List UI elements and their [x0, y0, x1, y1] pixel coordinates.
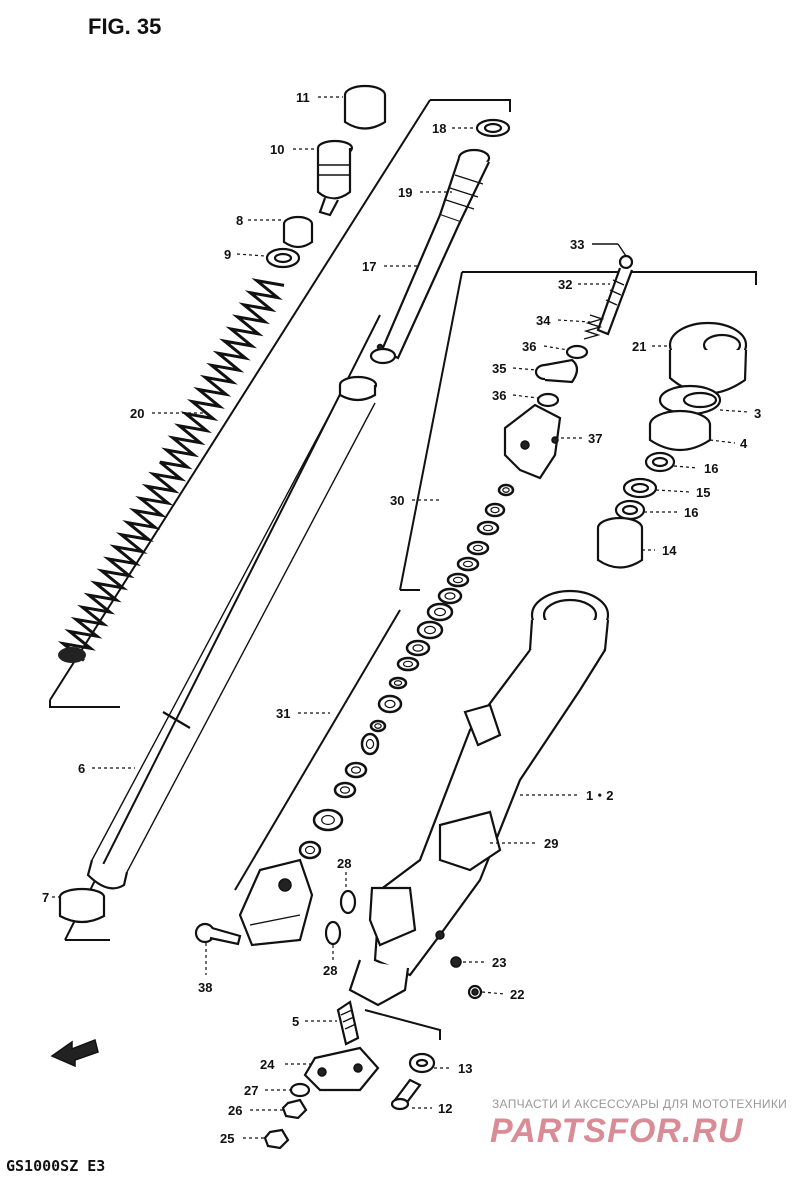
callout-18: 18: [432, 121, 446, 136]
callout-labels: 11 10 8 9 20 6 7 18 19 17 33 32 34 36 35…: [42, 90, 761, 1146]
callout-1-2: 1・2: [586, 788, 613, 803]
front-direction-arrow-icon: [50, 1038, 99, 1068]
bolt-23: [450, 956, 462, 968]
callout-28b: 28: [323, 963, 337, 978]
callout-33: 33: [570, 237, 584, 252]
valve-housing-37: [503, 403, 562, 480]
ring-36a: [565, 344, 589, 360]
callout-17: 17: [362, 259, 376, 274]
callout-37: 37: [588, 431, 602, 446]
callout-4: 4: [740, 436, 748, 451]
outer-tube-1-2: [348, 589, 610, 1007]
callout-16b: 16: [684, 505, 698, 520]
bolt-12: [390, 1078, 422, 1111]
stud-5: [336, 1000, 360, 1046]
callout-30: 30: [390, 493, 404, 508]
callout-14: 14: [662, 543, 677, 558]
bracket-damper-diagonal: [399, 271, 463, 591]
callout-38: 38: [198, 980, 212, 995]
callout-23: 23: [492, 955, 506, 970]
callout-26: 26: [228, 1103, 242, 1118]
washer-27: [289, 1082, 311, 1098]
callout-21: 21: [632, 339, 646, 354]
damper-rod-17: [369, 148, 491, 365]
guide-bushing-14: [596, 516, 644, 569]
spacer-8: [282, 215, 314, 249]
callout-13: 13: [458, 1061, 472, 1076]
ring-18: [475, 118, 511, 138]
callout-25: 25: [220, 1131, 234, 1146]
callout-29: 29: [544, 836, 558, 851]
bolt-38: [194, 922, 242, 946]
callout-12: 12: [438, 1101, 452, 1116]
stopper-ring-3: [658, 384, 722, 416]
bracket-damper-group: [462, 271, 757, 285]
nut-25: [263, 1128, 290, 1150]
callout-16a: 16: [704, 461, 718, 476]
base-valve-38: [238, 858, 314, 947]
washer-28b: [324, 920, 342, 946]
bracket-axle-holder: [364, 1009, 441, 1040]
washer-13: [408, 1052, 436, 1074]
callout-8: 8: [236, 213, 243, 228]
callout-6: 6: [78, 761, 85, 776]
callout-34: 34: [536, 313, 551, 328]
spring-34: [583, 314, 605, 340]
callout-10: 10: [270, 142, 284, 157]
callout-22: 22: [510, 987, 524, 1002]
callout-9: 9: [224, 247, 231, 262]
piston-35: [534, 358, 579, 384]
callout-20: 20: [130, 406, 144, 421]
callout-5: 5: [292, 1014, 299, 1029]
bracket-fork-spring-group: [430, 99, 511, 112]
callout-36a: 36: [522, 339, 536, 354]
drain-bolt-33: [596, 254, 634, 336]
washer-16a: [644, 451, 676, 473]
callout-36b: 36: [492, 388, 506, 403]
drain-screw-22: [467, 984, 483, 1000]
callout-15: 15: [696, 485, 710, 500]
callout-11: 11: [296, 90, 310, 105]
callout-32: 32: [558, 277, 572, 292]
washer-9: [265, 247, 301, 269]
washer-28a: [339, 889, 357, 915]
callout-7: 7: [42, 890, 49, 905]
callout-3: 3: [754, 406, 761, 421]
watermark-caption: ЗАПЧАСТИ И АКСЕССУАРЫ ДЛЯ МОТОТЕХНИКИ: [492, 1097, 788, 1111]
bracket-valve-diagonal: [234, 609, 401, 891]
washer-16b: [614, 499, 646, 521]
air-valve-10: [316, 139, 354, 217]
callout-31: 31: [276, 706, 290, 721]
nut-26: [281, 1098, 308, 1120]
callout-19: 19: [398, 185, 412, 200]
fork-cap-11: [343, 84, 387, 130]
dust-seal-21: [668, 321, 748, 395]
ring-36b: [536, 392, 560, 408]
leader-lines: [52, 96, 749, 1139]
damper-internals-30: [298, 483, 515, 860]
model-code: GS1000SZ E3: [6, 1157, 106, 1175]
fork-spring-20: [57, 278, 285, 663]
axle-holder-24: [303, 1046, 380, 1092]
slide-bushing-7: [58, 887, 106, 924]
callout-24: 24: [260, 1057, 275, 1072]
bushing-15: [622, 477, 658, 499]
callout-28a: 28: [337, 856, 351, 871]
bracket-fork-spring-bottom: [49, 700, 120, 708]
oil-seal-4: [648, 409, 712, 451]
callout-35: 35: [492, 361, 506, 376]
inner-tube-6: [86, 375, 378, 890]
figure-title: FIG. 35: [88, 14, 162, 39]
watermark-logo: PARTSFOR.RU: [490, 1112, 744, 1150]
callout-27: 27: [244, 1083, 258, 1098]
